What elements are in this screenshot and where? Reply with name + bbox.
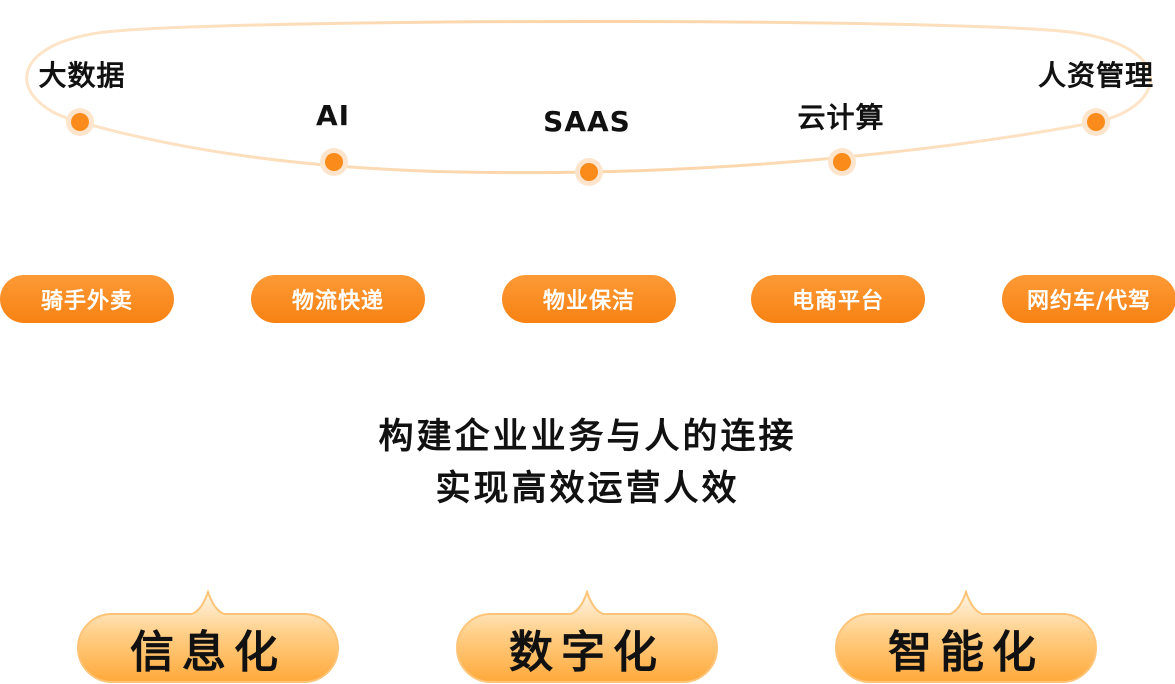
industry-pill-delivery: 骑手外卖 [0,275,174,323]
tech-label-hr: 人资管理 [1037,59,1155,92]
industry-pill-property: 物业保洁 [502,275,676,323]
tech-label-saas: SAAS [543,105,631,138]
stage-label: 数字化 [509,627,665,678]
stage-badge-intelligence: 智能化 [830,590,1102,684]
stage-badge-shape [456,590,718,683]
stage-badge-shape [835,590,1097,683]
arc-node-ai [320,148,348,176]
stage-label: 智能化 [888,627,1044,678]
tech-label-big-data: 大数据 [38,59,126,92]
tech-label-cloud: 云计算 [797,101,885,134]
industry-pill-logistics: 物流快递 [251,275,425,323]
stage-badge-shape [77,590,339,683]
arc-node-saas [575,158,603,186]
industry-pill-ecommerce: 电商平台 [751,275,925,323]
stage-badge-digitalization: 数字化 [451,590,723,684]
stage-badge-informatization: 信息化 [72,590,344,684]
stage-label: 信息化 [130,627,286,678]
slogan-line-1: 构建企业业务与人的连接 [378,417,797,457]
tech-label-ai: AI [315,99,351,132]
industry-pill-ride-hailing: 网约车/代驾 [1002,275,1175,323]
arc-node-cloud [828,148,856,176]
arc-node-hr [1082,108,1110,136]
slogan-line-2: 实现高效运营人效 [435,469,740,509]
arc-node-big-data [66,108,94,136]
